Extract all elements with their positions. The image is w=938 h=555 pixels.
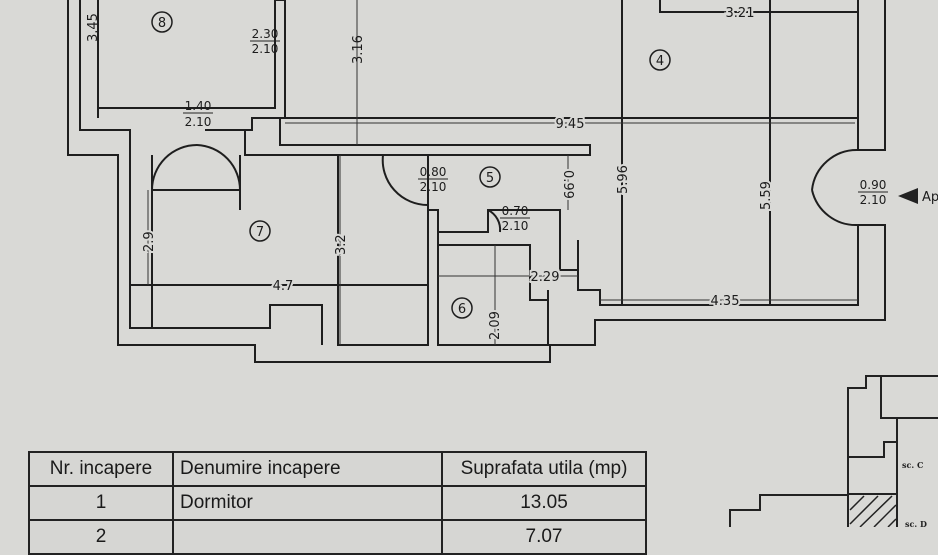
dim-3-45: 3.45 xyxy=(86,13,101,42)
room-number-8: 8 xyxy=(151,11,173,33)
room-number-cell: 2 xyxy=(28,519,174,555)
svg-text:0.80: 0.80 xyxy=(420,165,447,179)
hatch xyxy=(849,495,897,527)
svg-text:0.90: 0.90 xyxy=(860,178,887,192)
dim-2-09: 2.09 xyxy=(488,311,503,340)
table-row: 1 Dormitor 13.05 xyxy=(28,485,647,521)
table-row: 2 7.07 xyxy=(28,519,647,555)
usable-area-cell: 7.07 xyxy=(441,519,647,555)
svg-text:2.10: 2.10 xyxy=(860,193,887,207)
room-number-6: 6 xyxy=(451,297,473,319)
column-header-room-name: Denumire incapere xyxy=(172,451,443,487)
staircase-label: sc. C xyxy=(902,460,923,470)
dimension-lines xyxy=(147,0,858,345)
dim-0-99: 0.99 xyxy=(560,170,575,199)
staircase-outline xyxy=(729,375,938,527)
entrance-arrow-icon xyxy=(898,188,918,204)
svg-text:1.40: 1.40 xyxy=(185,99,212,113)
door-label-2-30: 2.302.10 xyxy=(250,27,280,56)
room-number-5: 5 xyxy=(479,166,501,188)
dim-2-9: 2.9 xyxy=(142,231,157,252)
svg-text:6: 6 xyxy=(458,302,466,317)
dim-3-2: 3.2 xyxy=(334,234,349,255)
svg-text:7: 7 xyxy=(256,225,264,240)
dim-4-35: 4.35 xyxy=(711,294,740,309)
door-label-0-90: 0.902.10 xyxy=(858,178,888,207)
door-label-0-80: 0.802.10 xyxy=(418,165,448,194)
svg-text:8: 8 xyxy=(158,16,166,31)
dim-3-21: 3.21 xyxy=(726,6,755,21)
dim-3-16: 3.16 xyxy=(351,35,366,64)
svg-text:2.10: 2.10 xyxy=(502,219,529,233)
room-area-table: Nr. incapere Denumire incapere Suprafata… xyxy=(28,451,647,555)
floor-plan: 8 4 5 7 6 3.45 3.16 3.21 9.45 0.99 5.96 … xyxy=(67,0,938,527)
room-name-cell: Dormitor xyxy=(172,485,443,521)
dim-9-45: 9.45 xyxy=(556,117,585,132)
svg-text:0.70: 0.70 xyxy=(502,204,529,218)
svg-text:2.10: 2.10 xyxy=(252,42,279,56)
column-header-room-number: Nr. incapere xyxy=(28,451,174,487)
table-header-row: Nr. incapere Denumire incapere Suprafata… xyxy=(28,451,647,487)
room-name-cell xyxy=(172,519,443,555)
door-label-0-70: 0.702.10 xyxy=(500,204,530,233)
staircase-label-2: sc. D xyxy=(905,519,927,527)
svg-text:2.10: 2.10 xyxy=(185,115,212,129)
svg-text:2.30: 2.30 xyxy=(252,27,279,41)
column-header-usable-area: Suprafata utila (mp) xyxy=(441,451,647,487)
dim-5-96: 5.96 xyxy=(616,165,631,194)
door-label-1-40: 1.40 2.10 xyxy=(183,99,213,129)
svg-text:2.10: 2.10 xyxy=(420,180,447,194)
svg-text:Ap: Ap xyxy=(922,190,938,205)
dim-2-29: 2.29 xyxy=(531,270,560,285)
dim-5-59: 5.59 xyxy=(759,181,774,210)
room-number-4: 4 xyxy=(649,49,671,71)
entrance-marker: Ap xyxy=(898,188,938,205)
walls xyxy=(67,0,886,363)
svg-text:4: 4 xyxy=(656,54,664,69)
svg-text:5: 5 xyxy=(486,171,494,186)
usable-area-cell: 13.05 xyxy=(441,485,647,521)
room-number-7: 7 xyxy=(249,220,271,242)
room-number-cell: 1 xyxy=(28,485,174,521)
dim-4-7: 4.7 xyxy=(273,279,294,294)
